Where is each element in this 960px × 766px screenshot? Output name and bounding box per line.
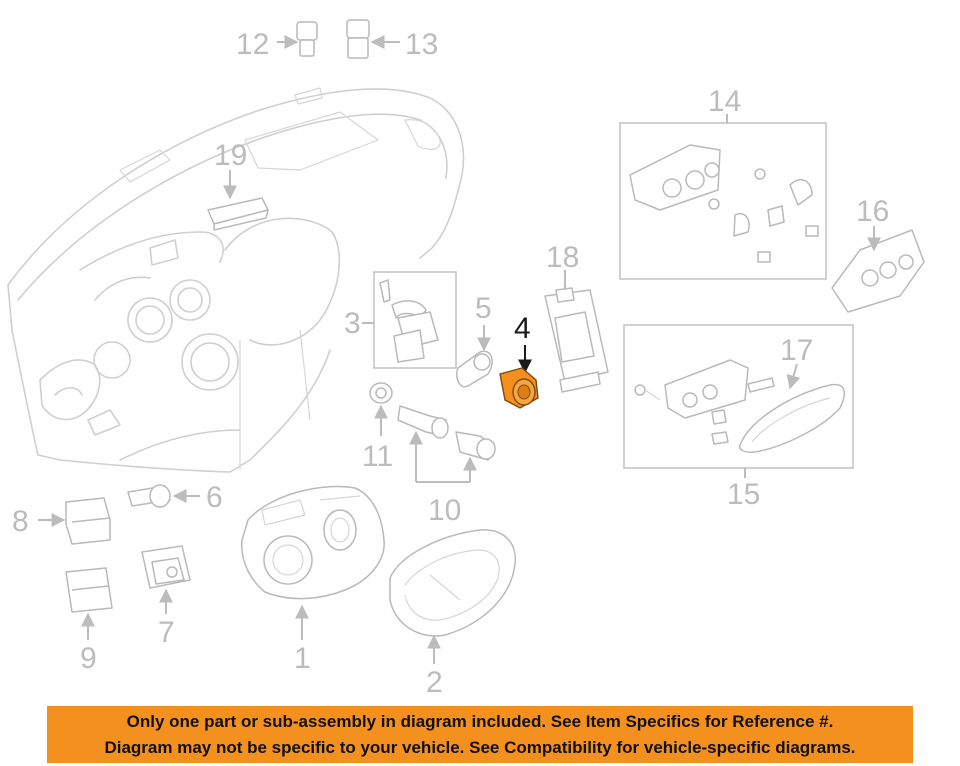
callout-9: 9: [80, 642, 97, 675]
callout-labels: 12 13 19 14 16 18 3 5 4 17 11 15 6 10 8 …: [12, 28, 889, 699]
callout-15: 15: [727, 478, 760, 511]
callout-7: 7: [158, 616, 175, 649]
callout-13: 13: [405, 28, 438, 61]
part-4: [499, 345, 539, 409]
part-16: [831, 226, 925, 313]
callout-19: 19: [214, 139, 247, 172]
callout-12: 12: [236, 28, 269, 61]
part-1: [241, 485, 385, 640]
part-8: [38, 497, 111, 545]
disclaimer-line-1: Only one part or sub-assembly in diagram…: [126, 712, 834, 731]
part-11: [369, 382, 393, 436]
callout-17: 17: [780, 334, 813, 367]
callout-3: 3: [344, 307, 361, 340]
callout-4: 4: [514, 312, 531, 345]
part-7: [141, 545, 191, 614]
callout-8: 8: [12, 505, 29, 538]
part-10: [397, 405, 496, 483]
callout-14: 14: [708, 85, 741, 118]
part-13: [346, 19, 400, 59]
callout-6: 6: [206, 481, 223, 514]
callout-11: 11: [362, 440, 393, 473]
callout-10: 10: [428, 494, 461, 527]
callout-1: 1: [294, 642, 311, 675]
part-5: [456, 325, 493, 388]
part-3: [362, 271, 457, 369]
part-2: [389, 529, 516, 664]
callout-5: 5: [475, 292, 492, 325]
callout-16: 16: [856, 195, 889, 228]
part-19: [207, 170, 269, 231]
disclaimer-line-2: Diagram may not be specific to your vehi…: [104, 738, 856, 757]
callout-18: 18: [546, 241, 579, 274]
parts-diagram: 12 13 19 14 16 18 3 5 4 17 11 15 6 10 8 …: [7, 19, 925, 699]
part-9: [65, 567, 113, 640]
part-6: [127, 484, 200, 508]
disclaimer-banner: Only one part or sub-assembly in diagram…: [47, 706, 913, 763]
part-15: [623, 324, 854, 478]
part-14: [619, 114, 827, 280]
dashboard-outline: [7, 87, 465, 473]
part-12: [277, 21, 318, 57]
part-18: [544, 270, 609, 393]
callout-2: 2: [426, 666, 443, 699]
